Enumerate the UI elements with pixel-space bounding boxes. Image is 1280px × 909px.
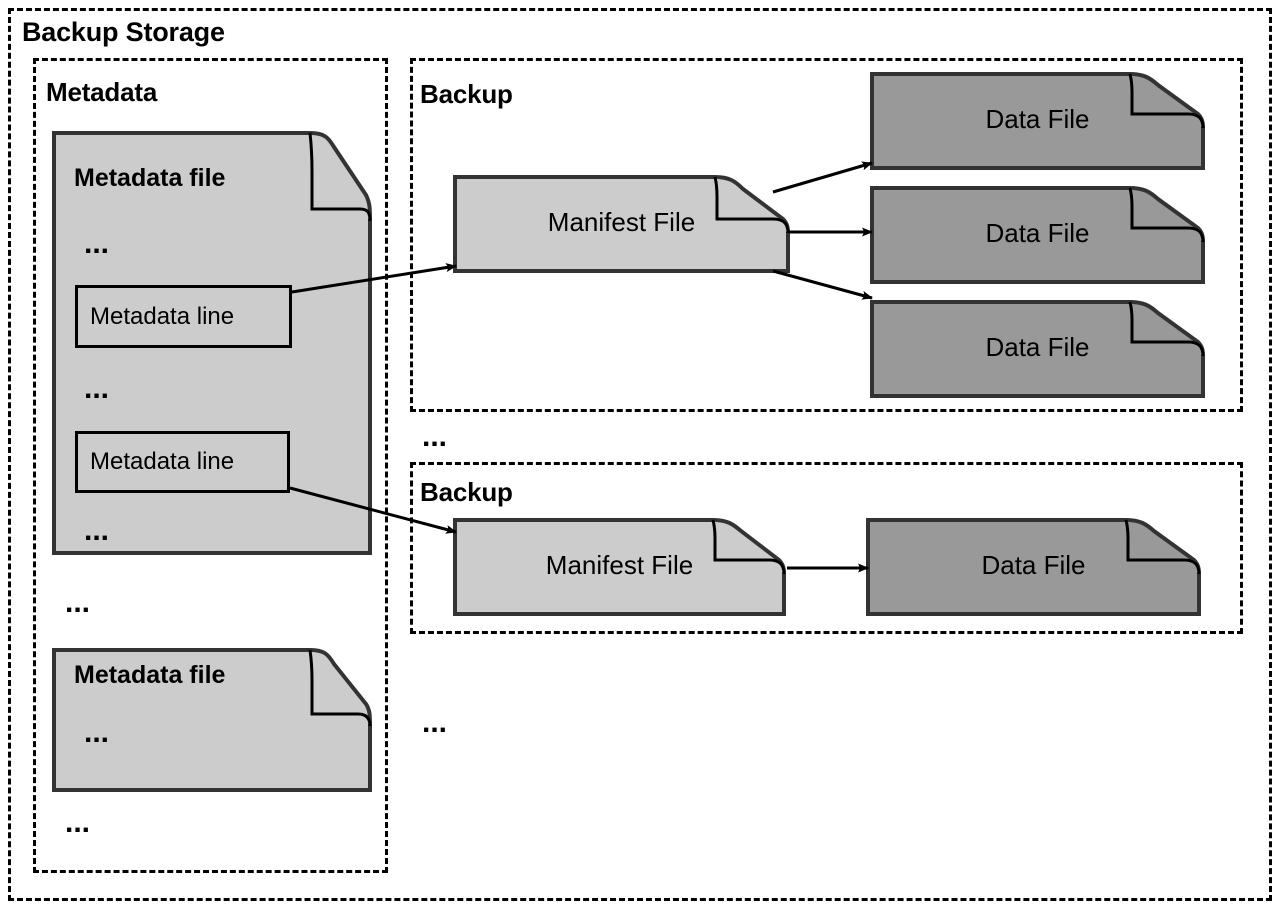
backup-storage-container [8, 8, 1272, 901]
metadata-line-1-label: Metadata line [90, 302, 235, 330]
metadata-file-1-ellipsis-bottom: ... [84, 514, 110, 547]
metadata-line-2[interactable]: Metadata line [75, 431, 290, 493]
backup-group-2-container [410, 462, 1243, 634]
backup-storage-title: Backup Storage [22, 17, 225, 47]
metadata-file-1-title: Metadata file [74, 164, 226, 192]
manifest-file-2-shape [453, 518, 786, 616]
manifest-file-1[interactable]: Manifest File [453, 175, 790, 273]
metadata-file-2[interactable]: Metadata file ... [52, 648, 372, 792]
manifest-file-2-label: Manifest File [545, 550, 694, 580]
metadata-files-ellipsis-bottom: ... [65, 806, 91, 839]
data-file-1-1[interactable]: Data File [870, 72, 1205, 170]
metadata-group-title: Metadata [46, 77, 158, 107]
metadata-line-1[interactable]: Metadata line [75, 285, 292, 348]
manifest-file-1-shape [453, 175, 790, 273]
metadata-files-ellipsis-between: ... [65, 586, 91, 619]
backup-group-2-title: Backup [420, 477, 513, 507]
backups-ellipsis-bottom: ... [422, 706, 448, 739]
backup-group-1-container [410, 58, 1243, 412]
data-file-2-1-shape [866, 518, 1201, 616]
data-file-1-1-shape [870, 72, 1205, 170]
data-file-1-2-label: Data File [985, 218, 1090, 248]
data-file-1-3[interactable]: Data File [870, 300, 1205, 398]
backup-group-1-title: Backup [420, 79, 513, 109]
metadata-file-2-shape [52, 648, 372, 792]
metadata-file-2-ellipsis: ... [84, 716, 110, 749]
data-file-2-1-label: Data File [981, 550, 1086, 580]
metadata-file-2-title: Metadata file [74, 661, 226, 689]
metadata-line-2-label: Metadata line [90, 448, 235, 475]
manifest-file-2[interactable]: Manifest File [453, 518, 786, 616]
data-file-1-3-label: Data File [985, 332, 1090, 362]
manifest-file-1-label: Manifest File [547, 207, 696, 237]
data-file-1-3-shape [870, 300, 1205, 398]
data-file-1-2-shape [870, 186, 1205, 284]
backups-ellipsis-between: ... [422, 420, 448, 453]
metadata-file-1-ellipsis-top: ... [84, 227, 110, 260]
data-file-1-2[interactable]: Data File [870, 186, 1205, 284]
metadata-file-1-ellipsis-mid: ... [84, 372, 110, 405]
data-file-2-1[interactable]: Data File [866, 518, 1201, 616]
data-file-1-1-label: Data File [985, 104, 1090, 134]
metadata-group-container [33, 58, 388, 873]
